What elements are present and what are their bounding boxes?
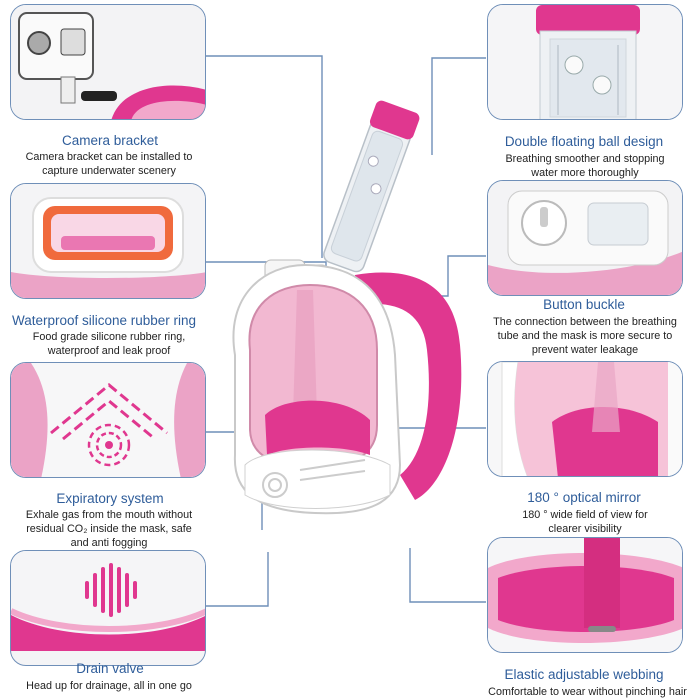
expiratory-system-panel <box>10 362 206 478</box>
expiratory-desc-line-3: and anti fogging <box>70 537 148 549</box>
camera-bracket-desc-line-2: capture underwater scenery <box>42 165 176 177</box>
optical-mirror-title: 180 ° optical mirror <box>527 490 641 505</box>
camera-bracket-desc-line-1: Camera bracket can be installed to <box>25 151 193 163</box>
silicone-ring-panel <box>10 183 206 299</box>
optical-mirror-desc-line-2: clearer visibility <box>548 523 622 535</box>
drain-valve-panel <box>10 550 206 666</box>
button-buckle-desc-line-2: tube and the mask is more secure to <box>497 330 673 342</box>
optical-mirror-panel <box>487 361 683 477</box>
expiratory-desc-line-2: residual CO₂ inside the mask, safe <box>26 523 192 535</box>
webbing-panel <box>487 537 683 653</box>
expiratory-desc-line-1: Exhale gas from the mouth without <box>25 509 193 521</box>
silicone-ring-title: Waterproof silicone rubber ring <box>11 313 197 328</box>
snorkel-mask-image <box>232 100 462 515</box>
button-buckle-desc-line-1: The connection between the breathing <box>493 316 677 328</box>
camera-bracket-title: Camera bracket <box>61 133 159 148</box>
button-buckle-title: Button buckle <box>543 297 625 312</box>
silicone-ring-desc-line-2: waterproof and leak proof <box>47 345 171 357</box>
camera-bracket-panel <box>10 4 206 120</box>
optical-mirror-desc-line-1: 180 ° wide field of view for <box>522 509 648 521</box>
button-buckle-desc-line-3: prevent water leakage <box>531 344 639 356</box>
button-buckle-panel <box>487 180 683 296</box>
floating-ball-panel <box>487 4 683 120</box>
floating-ball-desc-line-1: Breathing smoother and stopping <box>505 153 665 165</box>
webbing-desc-line-1: Comfortable to wear without pinching hai… <box>488 686 687 698</box>
floating-ball-title: Double floating ball design <box>504 134 664 149</box>
floating-ball-desc-line-2: water more thoroughly <box>531 167 639 179</box>
silicone-ring-desc-line-1: Food grade silicone rubber ring, <box>32 331 186 343</box>
drain-valve-title: Drain valve <box>76 661 144 676</box>
drain-valve-desc-line-1: Head up for drainage, all in one go <box>26 680 192 692</box>
webbing-title: Elastic adjustable webbing <box>504 667 664 682</box>
expiratory-system-title: Expiratory system <box>56 491 164 506</box>
